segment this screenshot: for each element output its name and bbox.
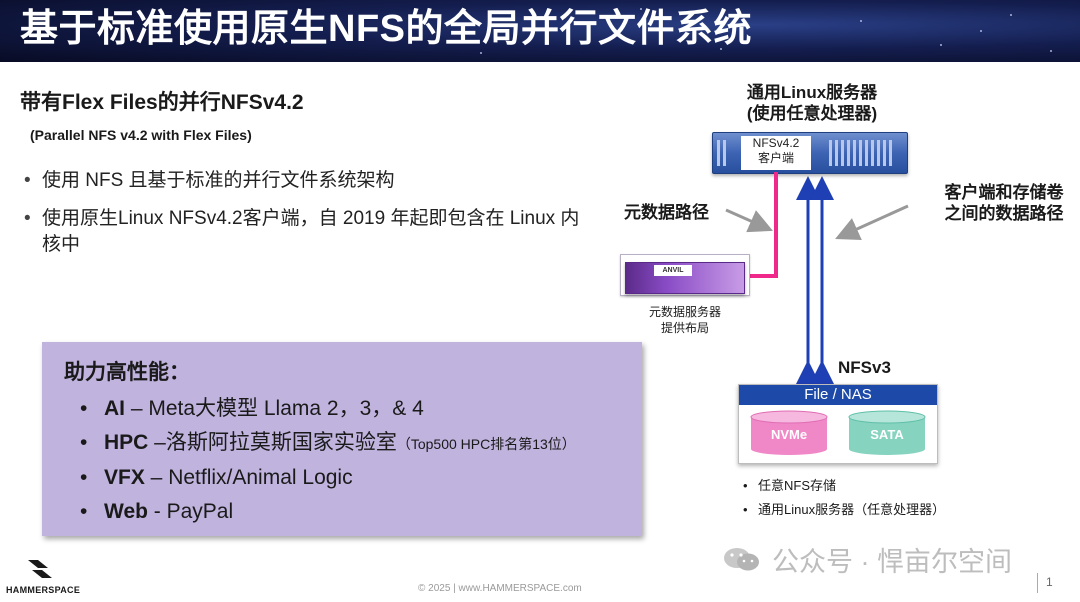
performance-title: 助力高性能： bbox=[64, 361, 190, 384]
storage-note: 通用Linux服务器（任意处理器） bbox=[740, 498, 945, 522]
watermark-text: 公众号 · 悍亩尔空间 bbox=[772, 547, 1012, 577]
sata-label: SATA bbox=[870, 427, 904, 442]
nfsv3-label: NFSv3 bbox=[838, 358, 891, 377]
performance-item-lead: HPC bbox=[104, 431, 149, 454]
performance-list: AI – Meta大模型 Llama 2，3，& 4 HPC –洛斯阿拉莫斯国家… bbox=[78, 392, 576, 529]
section-subtitle-english: (Parallel NFS v4.2 with Flex Files) bbox=[30, 127, 252, 143]
anvil-metadata-server: ANVIL bbox=[625, 262, 745, 294]
section-subtitle: 带有Flex Files的并行NFSv4.2 bbox=[20, 91, 304, 114]
metadata-path-label: 元数据路径 bbox=[624, 203, 709, 222]
performance-item: Web - PayPal bbox=[78, 495, 576, 529]
bullet-item: 使用原生Linux NFSv4.2客户端，自 2019 年起即包含在 Linux… bbox=[22, 206, 582, 258]
bullet-item: 使用 NFS 且基于标准的并行文件系统架构 bbox=[22, 168, 582, 194]
metadata-server-caption: 元数据服务器 提供布局 bbox=[630, 304, 740, 336]
performance-item-text: – Netflix/Animal Logic bbox=[144, 466, 353, 489]
title-banner: 基于标准使用原生NFS的全局并行文件系统 bbox=[0, 0, 1080, 62]
company-logo-text: HAMMERSPACE bbox=[6, 585, 81, 595]
nfs-client-server: NFSv4.2 客户端 bbox=[712, 132, 908, 174]
performance-item: HPC –洛斯阿拉莫斯国家实验室（Top500 HPC排名第13位） bbox=[78, 426, 576, 461]
feature-bullets: 使用 NFS 且基于标准的并行文件系统架构 使用原生Linux NFSv4.2客… bbox=[22, 168, 582, 270]
storage-notes: 任意NFS存储 通用Linux服务器（任意处理器） bbox=[740, 474, 945, 522]
footer-copyright: © 2025 | www.HAMMERSPACE.com bbox=[418, 583, 582, 594]
nvme-label: NVMe bbox=[770, 427, 808, 442]
server-title: 通用Linux服务器 (使用任意处理器) bbox=[722, 82, 902, 124]
performance-item-note: （Top500 HPC排名第13位） bbox=[396, 436, 576, 452]
performance-item: VFX – Netflix/Animal Logic bbox=[78, 461, 576, 495]
client-line: 客户端 bbox=[757, 151, 794, 165]
client-line: NFSv4.2 bbox=[752, 136, 800, 150]
page-title: 基于标准使用原生NFS的全局并行文件系统 bbox=[20, 8, 753, 50]
anvil-label: ANVIL bbox=[654, 265, 692, 276]
metadata-caption-line: 提供布局 bbox=[660, 321, 709, 335]
nfs-client-label: NFSv4.2 客户端 bbox=[741, 136, 811, 170]
data-path-label: 客户端和存储卷 之间的数据路径 bbox=[934, 182, 1074, 224]
performance-item-lead: AI bbox=[104, 397, 125, 420]
data-path-line: 之间的数据路径 bbox=[944, 204, 1064, 223]
hammerspace-logo-icon bbox=[28, 560, 52, 578]
data-path-line: 客户端和存储卷 bbox=[944, 183, 1064, 202]
metadata-path-line bbox=[742, 172, 778, 278]
storage-cylinders bbox=[750, 410, 926, 455]
performance-item-lead: VFX bbox=[104, 466, 145, 489]
performance-box: 助力高性能： AI – Meta大模型 Llama 2，3，& 4 HPC –洛… bbox=[42, 342, 642, 536]
page-number: 1 bbox=[1046, 575, 1053, 589]
metadata-pointer-arrow bbox=[725, 208, 773, 233]
page-divider bbox=[1037, 573, 1038, 593]
storage-note: 任意NFS存储 bbox=[740, 474, 945, 498]
file-nas-storage: File / NAS NVMe SATA bbox=[738, 384, 938, 464]
performance-item-text: –洛斯阿拉莫斯国家实验室 bbox=[148, 431, 397, 454]
performance-item-lead: Web bbox=[104, 500, 148, 523]
server-title-line: (使用任意处理器) bbox=[746, 104, 878, 123]
wechat-icon bbox=[724, 548, 759, 571]
server-title-line: 通用Linux服务器 bbox=[746, 83, 878, 102]
performance-item-text: - PayPal bbox=[147, 500, 234, 523]
metadata-caption-line: 元数据服务器 bbox=[648, 305, 721, 319]
performance-item: AI – Meta大模型 Llama 2，3，& 4 bbox=[78, 392, 576, 426]
data-pointer-arrow bbox=[835, 204, 909, 240]
nas-header: File / NAS bbox=[739, 385, 937, 405]
performance-item-text: – Meta大模型 Llama 2，3，& 4 bbox=[125, 397, 424, 420]
